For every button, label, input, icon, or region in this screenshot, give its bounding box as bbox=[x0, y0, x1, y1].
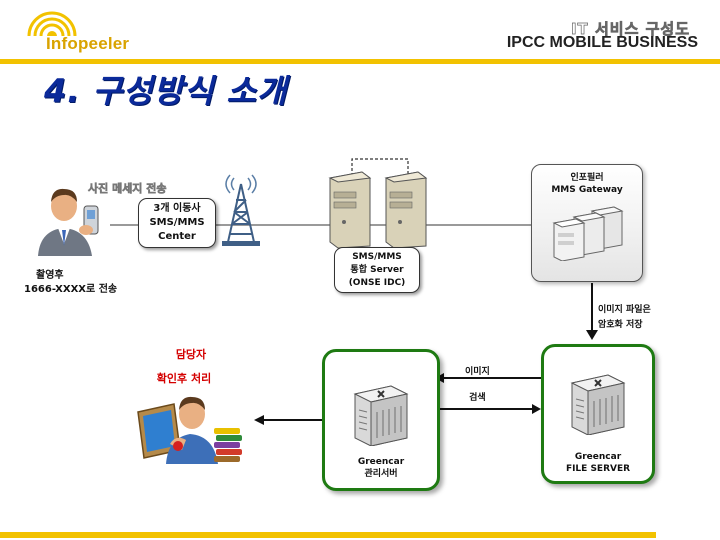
integrated-server-label: SMS/MMS 통합 Server (ONSE IDC) bbox=[334, 247, 420, 293]
greencar-mgmt-server-box: Greencar 관리서버 bbox=[322, 349, 440, 491]
mobile-center-line2: SMS/MMS bbox=[149, 217, 205, 228]
gateway-label-line2: MMS Gateway bbox=[551, 185, 623, 195]
file-server-line2: FILE SERVER bbox=[565, 464, 631, 474]
server-label-line1: SMS/MMS bbox=[352, 251, 402, 262]
operator-at-computer-icon bbox=[137, 396, 242, 464]
search-note-line1: 이미지 bbox=[465, 367, 490, 377]
mobile-center-box: 3개 이동사 SMS/MMS Center bbox=[138, 198, 216, 248]
mgmt-server-line2: 관리서버 bbox=[364, 469, 398, 479]
mobile-center-line1: 3개 이동사 bbox=[153, 203, 201, 214]
page-title: 4. 구성방식 소개 bbox=[44, 72, 288, 110]
store-note-line1: 이미지 파일은 bbox=[598, 305, 651, 315]
file-server-icon bbox=[570, 374, 626, 435]
operator-line2: 확인후 처리 bbox=[156, 372, 212, 385]
brand-name: IPCC MOBILE BUSINESS bbox=[506, 34, 698, 51]
operator-caption: 담당자 확인후 처리 bbox=[150, 343, 232, 391]
mgmt-server-line1: Greencar bbox=[357, 457, 405, 467]
gateway-label: 인포필러 MMS Gateway bbox=[532, 172, 642, 196]
user-note: 촬영후 1666-XXXX로 전송 bbox=[24, 269, 117, 297]
logo-text: Infopeeler bbox=[46, 34, 130, 53]
search-note: 이미지 검색 bbox=[465, 359, 490, 411]
user-note-line2: 1666-XXXX로 전송 bbox=[24, 284, 118, 295]
antenna-tower-icon bbox=[222, 174, 260, 246]
header-subtitle: IT 서비스 구성도 bbox=[570, 20, 690, 39]
integrated-servers-icon bbox=[328, 171, 428, 249]
mobile-center-line3: Center bbox=[158, 231, 196, 242]
file-server-label: Greencar FILE SERVER bbox=[544, 451, 652, 475]
store-note: 이미지 파일은 암호화 저장 bbox=[598, 303, 651, 333]
server-label-line3: (ONSE IDC) bbox=[348, 277, 406, 288]
user-with-phone-icon bbox=[38, 188, 99, 256]
header-divider bbox=[0, 59, 720, 64]
file-server-line1: Greencar bbox=[574, 452, 622, 462]
mms-gateway-box: 인포필러 MMS Gateway bbox=[531, 164, 643, 282]
footer-divider bbox=[0, 532, 656, 538]
logo-mark bbox=[10, 11, 130, 58]
mgmt-server-icon bbox=[353, 385, 409, 446]
mgmt-server-label: Greencar 관리서버 bbox=[325, 456, 437, 480]
phone-caption: 사진 메세지 전송 bbox=[88, 182, 167, 196]
greencar-file-server-box: Greencar FILE SERVER bbox=[541, 344, 655, 484]
gateway-server-rack-icon bbox=[552, 206, 624, 261]
gateway-label-line1: 인포필러 bbox=[570, 173, 604, 183]
user-note-line1: 촬영후 bbox=[36, 270, 64, 281]
search-note-line2: 검색 bbox=[469, 393, 486, 403]
store-note-line2: 암호화 저장 bbox=[598, 320, 643, 330]
server-label-line2: 통합 Server bbox=[350, 264, 404, 275]
operator-line1: 담당자 bbox=[175, 348, 207, 361]
